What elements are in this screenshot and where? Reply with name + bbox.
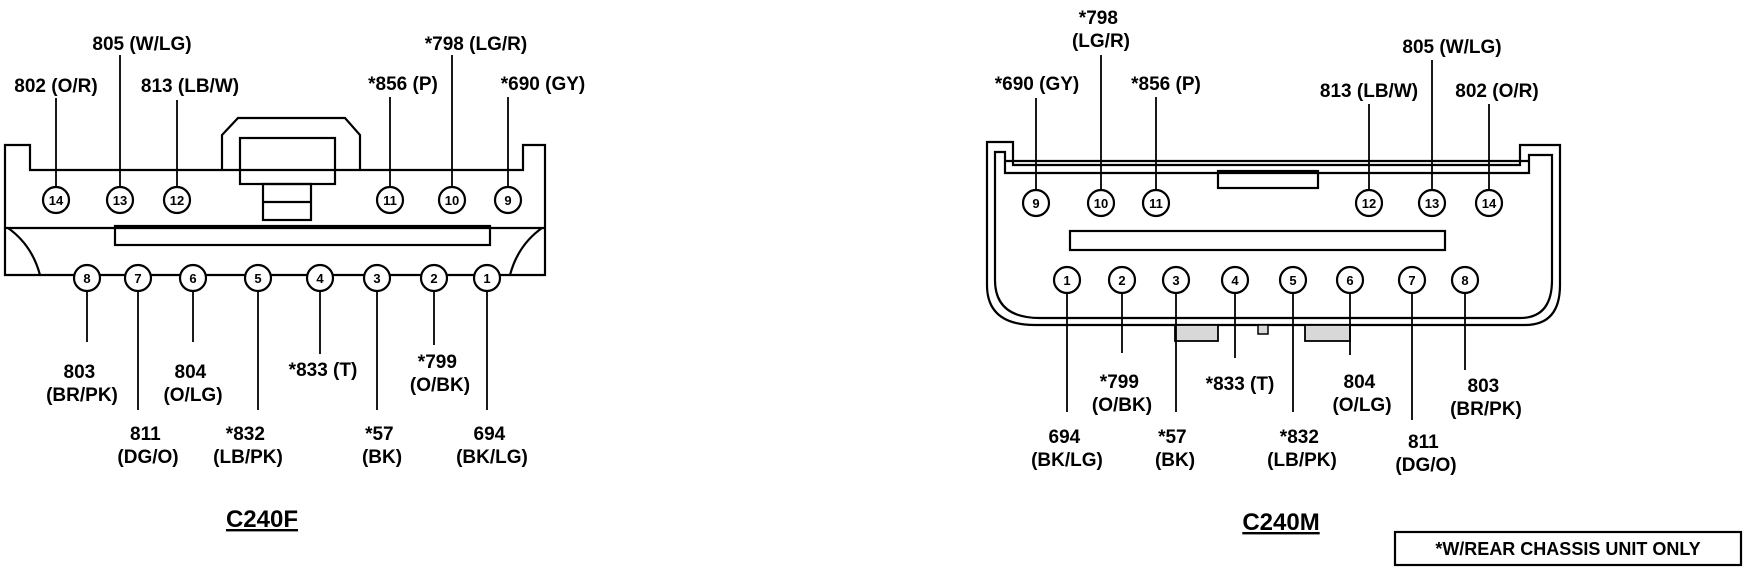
- c240f-pin-13: [105, 185, 135, 215]
- c240m-pin-2-number: 2: [1118, 273, 1125, 288]
- c240m-pin-1: [1052, 265, 1082, 295]
- c240m-pin-7: [1397, 265, 1427, 295]
- c240m-pin-12: [1354, 188, 1384, 218]
- c240m-wire-label-pin11: *856 (P): [1131, 74, 1201, 95]
- c240f-wire-label-pin7: 811 (DG/O): [117, 424, 178, 468]
- c240f-pin-14: [41, 185, 71, 215]
- connector-c240m-body: [985, 140, 1562, 342]
- c240f-pin-12-number: 12: [170, 193, 184, 208]
- c240f-pin-7-number: 7: [134, 271, 141, 286]
- c240m-pin-14: [1474, 188, 1504, 218]
- c240f-pin-4-number: 4: [316, 271, 324, 286]
- c240f-pin-3-number: 3: [373, 271, 380, 286]
- c240f-title: C240F: [226, 506, 298, 533]
- c240m-wire-label-pin14: 802 (O/R): [1455, 81, 1538, 102]
- c240f-wire-label-pin6: 804 (O/LG): [163, 362, 222, 406]
- c240f-pin-11: [375, 185, 405, 215]
- c240f-pin-5-number: 5: [254, 271, 261, 286]
- c240m-wire-label-pin3: *57 (BK): [1155, 427, 1195, 471]
- c240f-wire-label-pin14: 802 (O/R): [14, 76, 97, 97]
- c240f-pin-6: [178, 263, 208, 293]
- c240f-pin-8: [72, 263, 102, 293]
- c240m-wire-label-pin6: 804 (O/LG): [1332, 372, 1391, 416]
- c240m-pin-12-number: 12: [1362, 196, 1376, 211]
- c240f-pin-10: [437, 185, 467, 215]
- c240m-pin-4-number: 4: [1231, 273, 1239, 288]
- c240m-pin-8: [1450, 265, 1480, 295]
- c240m-pin-11: [1141, 188, 1171, 218]
- c240f-pin-1-number: 1: [483, 271, 490, 286]
- c240f-pin-5: [243, 263, 273, 293]
- c240m-wire-label-pin13: 805 (W/LG): [1402, 37, 1501, 58]
- c240f-pin-1: [472, 263, 502, 293]
- c240m-pin-8-number: 8: [1461, 273, 1468, 288]
- note-text: *W/REAR CHASSIS UNIT ONLY: [1435, 539, 1700, 559]
- c240m-wire-label-pin10: *798 (LG/R): [1072, 8, 1130, 52]
- c240f-wire-label-pin5: *832 (LB/PK): [213, 424, 283, 468]
- c240m-pin-9: [1021, 188, 1051, 218]
- c240m-pin-6: [1335, 265, 1365, 295]
- c240m-pin-6-number: 6: [1346, 273, 1353, 288]
- connector-c240m: 9 10 11 12 13 14 1 2 3 4 5 6: [985, 8, 1562, 536]
- connector-c240f: 14 13 12 11 10 9 8 7 6 5 4 3: [3, 34, 585, 533]
- c240m-wire-label-pin7: 811 (DG/O): [1395, 432, 1456, 476]
- c240f-wire-label-pin3: *57 (BK): [362, 424, 402, 468]
- c240f-wire-label-pin13: 805 (W/LG): [92, 34, 191, 55]
- c240m-pin-10-number: 10: [1094, 196, 1108, 211]
- c240f-wire-label-pin10: *798 (LG/R): [425, 34, 527, 55]
- c240m-title: C240M: [1242, 509, 1319, 536]
- c240f-pin-9: [493, 185, 523, 215]
- c240f-pin-10-number: 10: [445, 193, 459, 208]
- c240f-pin-11-number: 11: [383, 193, 397, 208]
- c240f-pin-12: [162, 185, 192, 215]
- c240m-wire-label-pin8: 803 (BR/PK): [1450, 376, 1522, 420]
- c240m-pin-3-number: 3: [1172, 273, 1179, 288]
- c240m-pin-13: [1417, 188, 1447, 218]
- c240f-pin-7: [123, 263, 153, 293]
- c240f-wire-label-pin1: 694 (BK/LG): [456, 424, 528, 468]
- c240m-wire-label-pin2: *799 (O/BK): [1092, 372, 1152, 416]
- c240f-pin-6-number: 6: [189, 271, 196, 286]
- c240f-pin-4: [305, 263, 335, 293]
- c240m-pin-5-number: 5: [1289, 273, 1296, 288]
- c240m-wire-label-pin4: *833 (T): [1206, 374, 1275, 395]
- c240m-pin-2: [1107, 265, 1137, 295]
- c240f-wire-label-pin9: *690 (GY): [501, 74, 585, 95]
- c240m-wire-label-pin9: *690 (GY): [995, 74, 1079, 95]
- c240f-wire-label-pin11: *856 (P): [368, 74, 438, 95]
- c240m-pin-9-number: 9: [1032, 196, 1039, 211]
- c240m-pin-5: [1278, 265, 1308, 295]
- c240f-pin-9-number: 9: [504, 193, 511, 208]
- connector-c240f-body: [3, 116, 547, 277]
- c240m-pin-7-number: 7: [1408, 273, 1415, 288]
- c240f-wire-label-pin12: 813 (LB/W): [141, 76, 239, 97]
- c240m-pin-1-number: 1: [1063, 273, 1070, 288]
- note-box: *W/REAR CHASSIS UNIT ONLY: [1393, 530, 1743, 567]
- c240m-pin-4: [1220, 265, 1250, 295]
- c240m-wire-label-pin1: 694 (BK/LG): [1031, 427, 1103, 471]
- c240m-pin-13-number: 13: [1425, 196, 1439, 211]
- c240f-pin-2: [419, 263, 449, 293]
- c240m-pin-14-number: 14: [1482, 196, 1497, 211]
- c240f-pin-8-number: 8: [83, 271, 90, 286]
- c240f-pin-13-number: 13: [113, 193, 127, 208]
- c240f-wire-label-pin2: *799 (O/BK): [410, 352, 470, 396]
- c240f-pin-3: [362, 263, 392, 293]
- c240m-wire-label-pin12: 813 (LB/W): [1320, 81, 1418, 102]
- c240f-wire-label-pin4: *833 (T): [289, 360, 358, 381]
- c240f-pin-14-number: 14: [49, 193, 64, 208]
- c240m-wire-label-pin5: *832 (LB/PK): [1267, 427, 1337, 471]
- c240f-wire-label-pin8: 803 (BR/PK): [46, 362, 118, 406]
- c240m-pin-3: [1161, 265, 1191, 295]
- c240f-pin-2-number: 2: [430, 271, 437, 286]
- c240m-pin-11-number: 11: [1149, 196, 1163, 211]
- c240m-pin-10: [1086, 188, 1116, 218]
